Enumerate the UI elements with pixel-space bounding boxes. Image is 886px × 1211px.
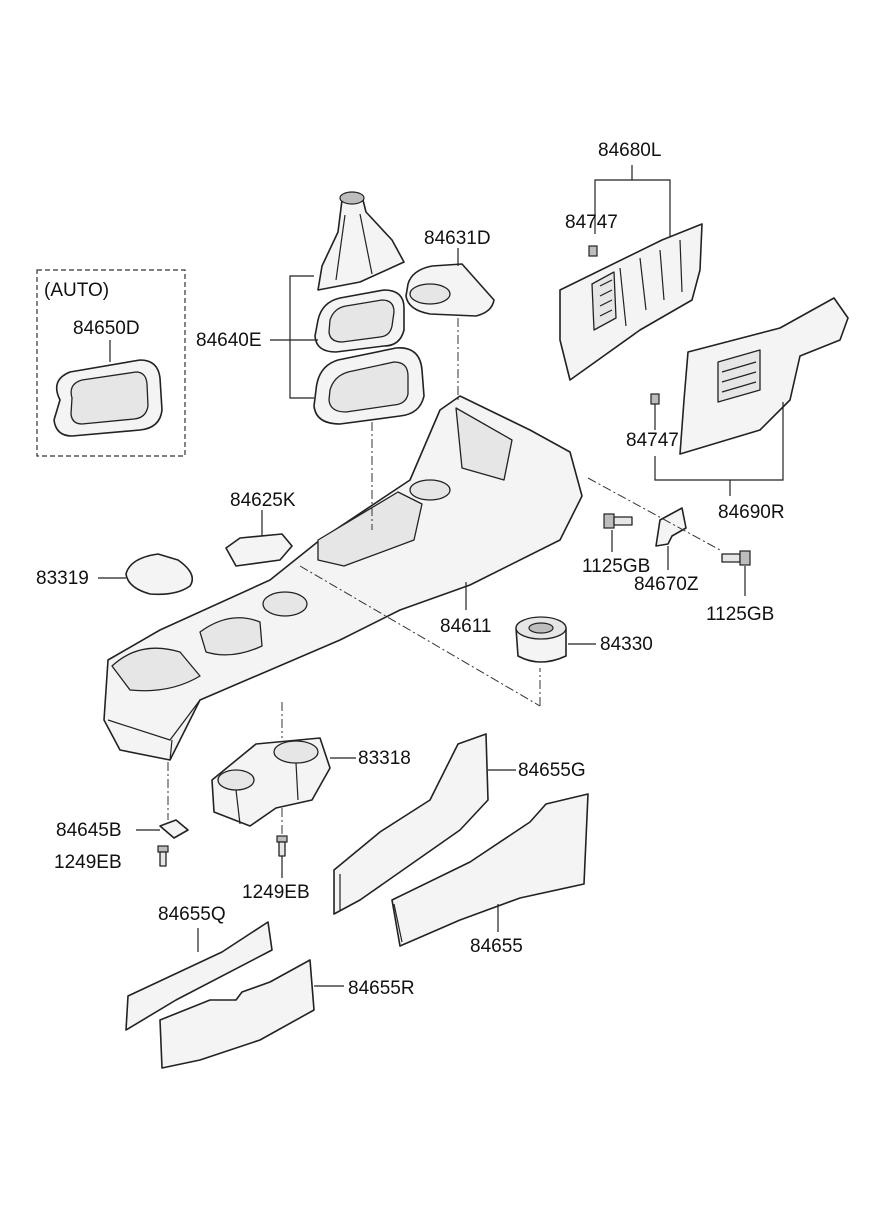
part-shift-boot [317, 191, 405, 291]
label-84670Z: 84670Z [634, 574, 699, 595]
part-84625K-cover [225, 533, 293, 567]
label-84611: 84611 [440, 616, 491, 637]
label-84625K: 84625K [230, 490, 296, 511]
label-84690R: 84690R [718, 502, 785, 523]
part-84670Z-bracket [655, 507, 687, 547]
label-1249EB-right: 1249EB [242, 882, 310, 903]
label-83318: 83318 [358, 748, 411, 769]
bolt-1125GB-left [603, 513, 633, 529]
part-84330-ashtray [515, 616, 567, 663]
label-84655Q: 84655Q [158, 904, 226, 925]
label-84747-top: 84747 [565, 212, 618, 233]
part-84655-side-trim [391, 793, 589, 947]
label-1125GB-left: 1125GB [582, 556, 650, 577]
auto-option-box [36, 269, 186, 457]
label-84680L: 84680L [598, 140, 661, 161]
screw-1249EB-left [157, 845, 169, 867]
part-upper-shift-bezel [314, 289, 405, 353]
part-84655G-side-trim [333, 733, 489, 915]
part-lower-shift-bezel [313, 347, 425, 425]
part-84680L-rear-panel [559, 223, 703, 381]
label-84655: 84655 [470, 936, 523, 957]
part-84611-floor-console [103, 395, 583, 761]
label-84655G: 84655G [518, 760, 586, 781]
part-84650D-auto-shift-bezel [53, 359, 163, 437]
clip-84747-top [588, 245, 598, 257]
label-84747-mid: 84747 [626, 430, 679, 451]
part-84655Q-trim-strip [125, 921, 273, 1031]
part-84645B-clip [159, 819, 189, 839]
label-84655R: 84655R [348, 978, 415, 999]
label-84640E: 84640E [196, 330, 262, 351]
part-84690R-side-panel [679, 297, 849, 455]
label-83319: 83319 [36, 568, 89, 589]
bolt-1125GB-right [721, 550, 751, 566]
part-84631D-pocket-cover [405, 263, 495, 317]
label-84330: 84330 [600, 634, 653, 655]
label-84631D: 84631D [424, 228, 491, 249]
label-84645B: 84645B [56, 820, 122, 841]
clip-84747-mid [650, 393, 660, 405]
part-84655R-trim-strip [159, 959, 315, 1069]
part-83318-cupholder [211, 737, 331, 827]
label-84650D: 84650D [73, 318, 140, 339]
screw-1249EB-right [276, 835, 288, 857]
auto-option-title: (AUTO) [44, 280, 109, 301]
part-83319-lid [125, 553, 194, 596]
label-1249EB-left: 1249EB [54, 852, 122, 873]
label-1125GB-right: 1125GB [706, 604, 774, 625]
